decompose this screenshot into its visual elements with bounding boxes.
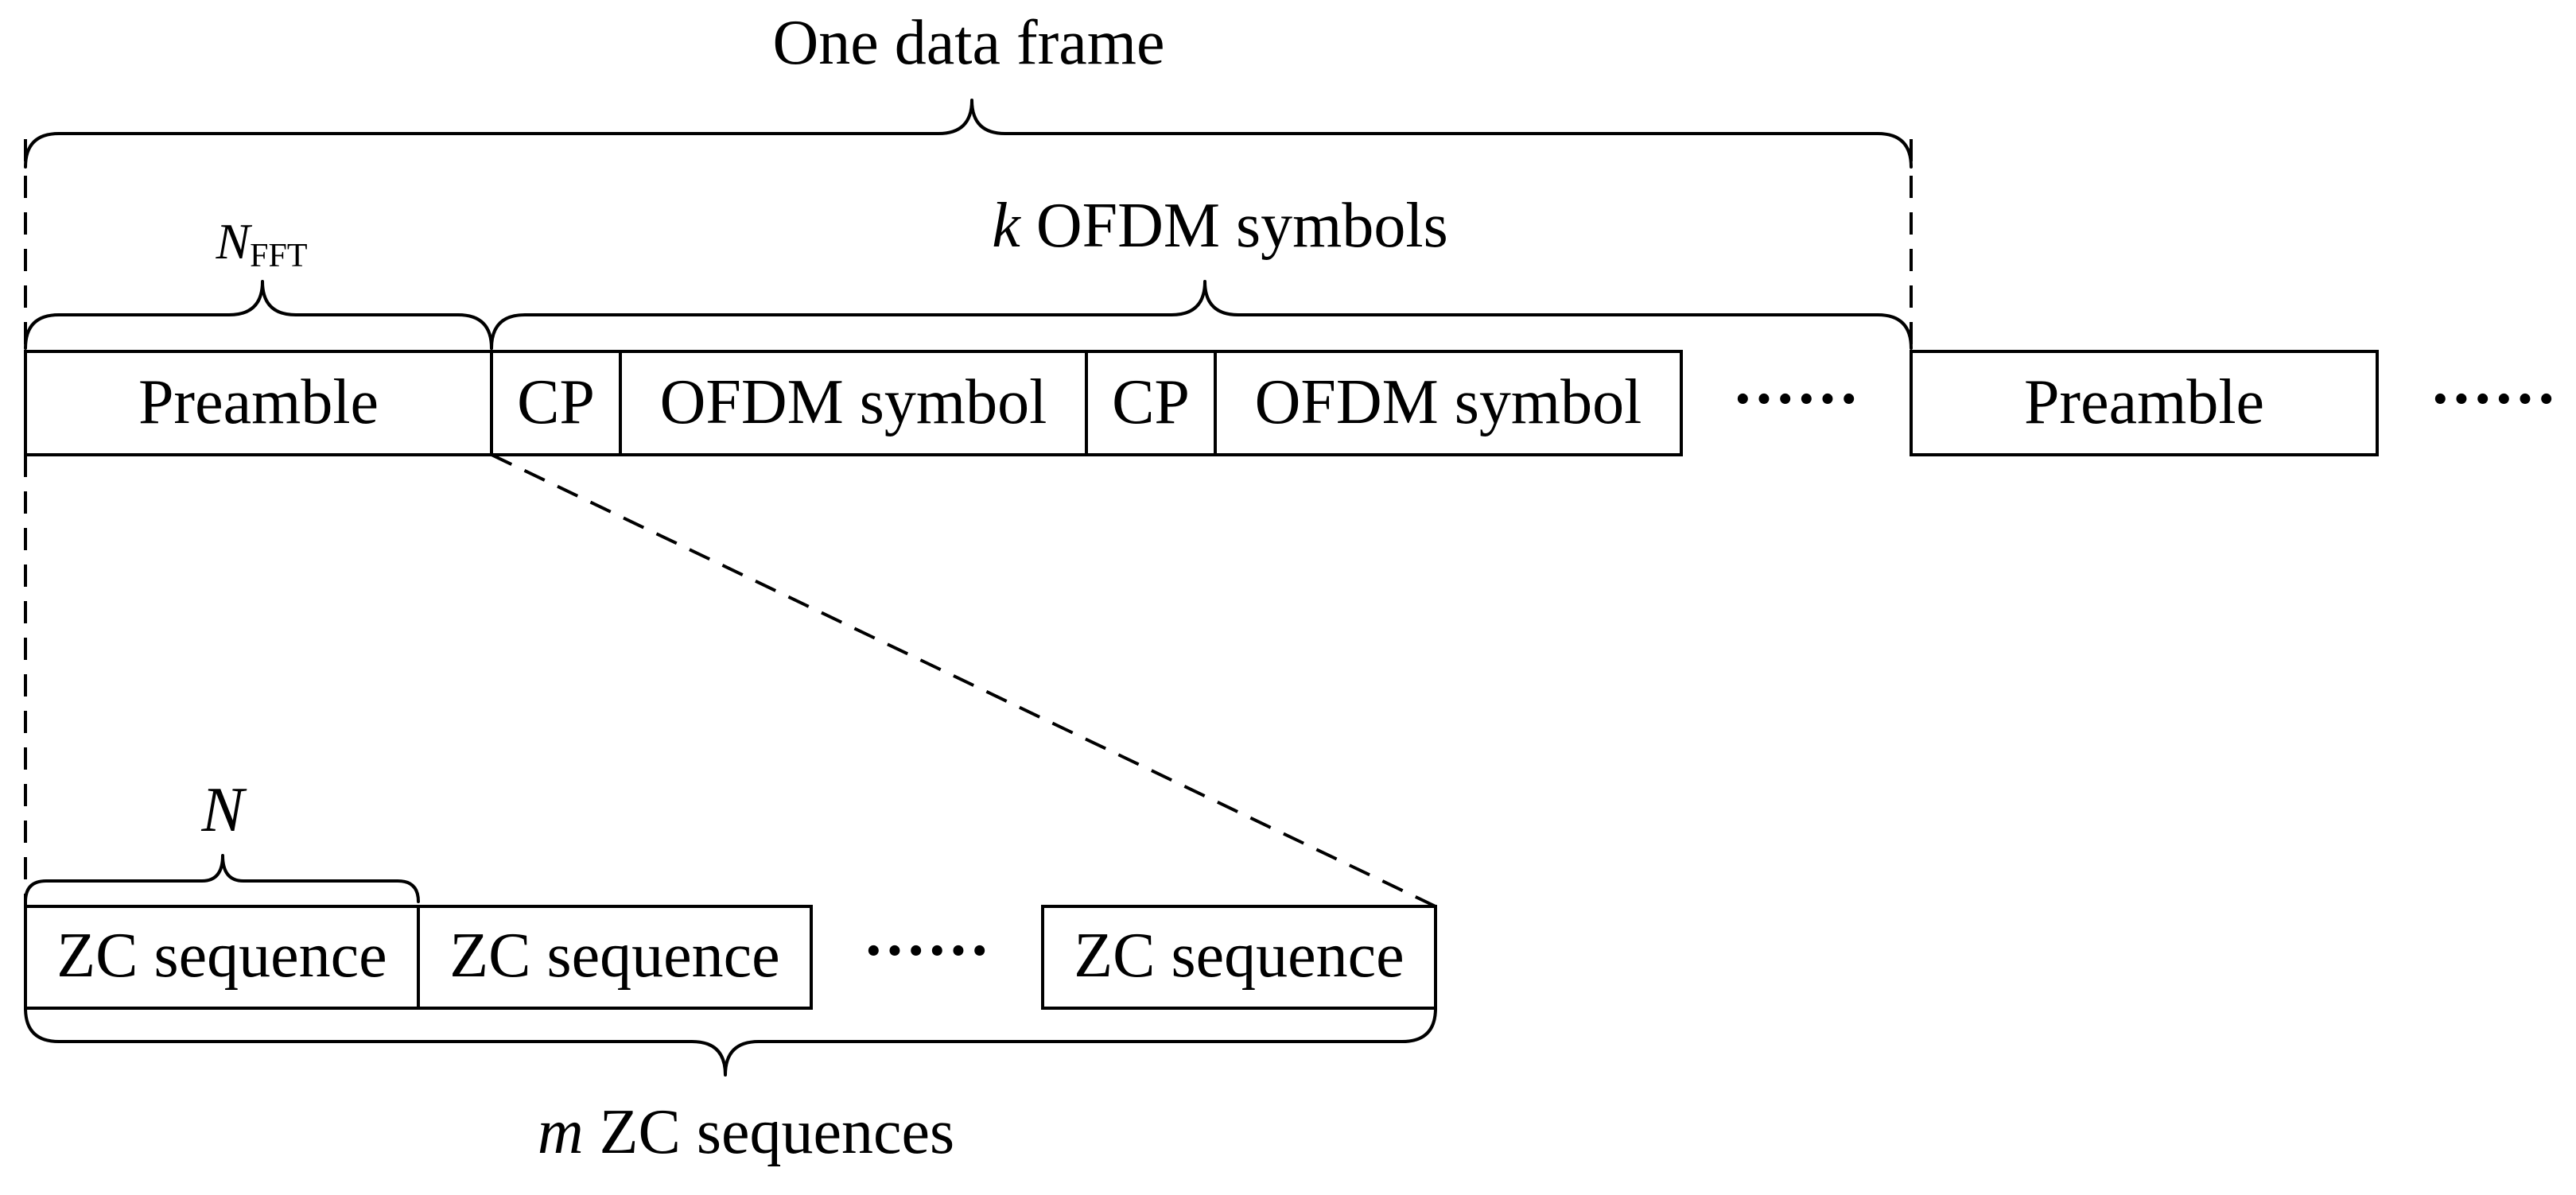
zc-sequence-label-1: ZC sequence <box>56 921 387 991</box>
preamble-label-1: Preamble <box>138 367 379 437</box>
preamble-label-2: Preamble <box>2024 367 2264 437</box>
ellipsis-bottom: ······ <box>863 916 990 986</box>
ofdm-symbol-box-1 <box>619 350 1088 456</box>
ofdm-symbol-box-2 <box>1214 350 1683 456</box>
k-ofdm-symbols-label: k OFDM symbols <box>912 191 1495 261</box>
cp-box-1 <box>490 350 622 456</box>
zc-sequence-box-2 <box>417 905 813 1010</box>
zc-sequence-label-2: ZC sequence <box>449 921 779 991</box>
preamble-expand-right-dashed-line <box>491 453 1436 908</box>
m-zc-sequences-label: m ZC sequences <box>458 1097 1002 1167</box>
cp-label-1: CP <box>517 367 595 437</box>
ofdm-symbol-label-1: OFDM symbol <box>660 367 1047 437</box>
k-ofdm-symbols-brace <box>490 280 1913 350</box>
ellipsis-top-1: ······ <box>1732 364 1859 434</box>
nfft-brace <box>24 280 493 350</box>
nfft-label: NFFT <box>200 213 317 274</box>
zc-sequence-label-3: ZC sequence <box>1074 921 1404 991</box>
one-data-frame-label: One data frame <box>772 8 1164 78</box>
n-brace <box>24 854 420 903</box>
ellipsis-top-2: ······ <box>2430 364 2557 434</box>
zc-sequence-box-3 <box>1041 905 1437 1010</box>
m-zc-sequences-brace <box>24 1007 1437 1077</box>
one-data-frame-brace <box>24 99 1913 169</box>
n-label: N <box>200 775 247 845</box>
ofdm-symbol-label-2: OFDM symbol <box>1255 367 1642 437</box>
cp-label-2: CP <box>1112 367 1190 437</box>
preamble-box-2 <box>1910 350 2379 456</box>
